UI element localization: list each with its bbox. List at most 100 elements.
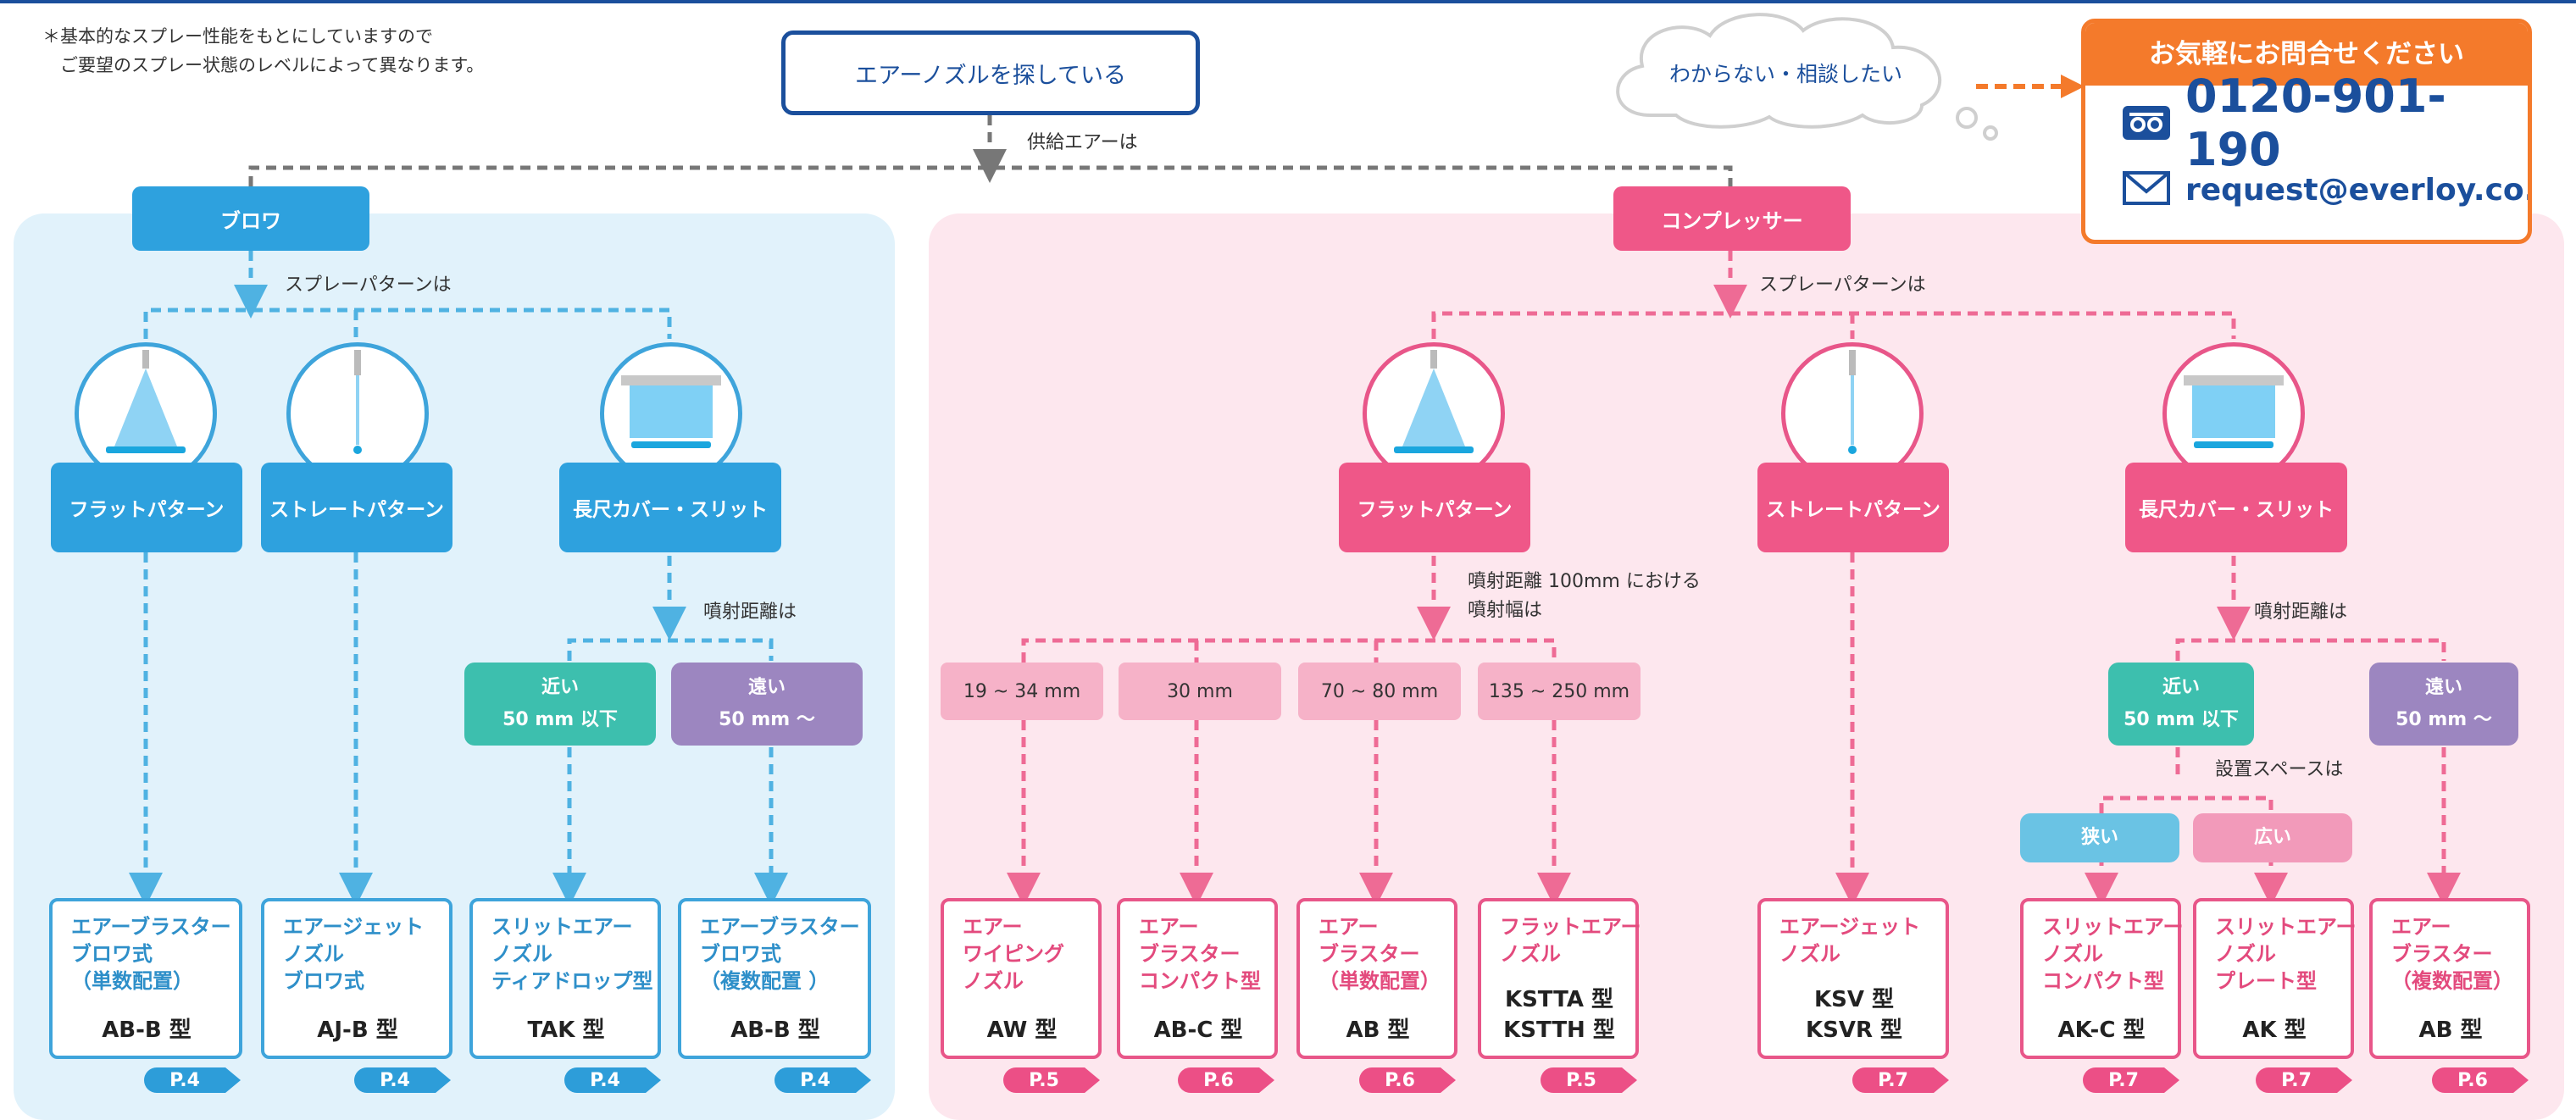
product-card[interactable]: エアーブラスター ブロワ式 （複数配置 ） AB-B 型 — [678, 898, 871, 1059]
width-135-250: 135 ~ 250 mm — [1478, 663, 1641, 720]
left-far-box: 遠い 50 mm ～ — [671, 663, 863, 746]
page-number: P.6 — [1359, 1067, 1441, 1093]
right-pattern-straight: ストレートパターン — [1757, 463, 1949, 552]
right-pattern-question: スプレーパターンは — [1759, 274, 1926, 296]
mail-icon — [2123, 171, 2170, 208]
left-pattern-question: スプレーパターンは — [285, 274, 452, 296]
product-name: エアー ブラスター （複数配置） — [2391, 915, 2513, 993]
page-number: P.5 — [1003, 1067, 1085, 1093]
narrow-box: 狭い — [2020, 813, 2179, 862]
phone-row[interactable]: 0120-901-190 — [2085, 69, 2528, 176]
page-link[interactable]: P.5 — [1541, 1067, 1637, 1093]
product-name: スリットエアー ノズル コンパクト型 — [2042, 915, 2184, 993]
page-link[interactable]: P.7 — [2083, 1067, 2179, 1093]
contact-heading: お気軽にお問合せください — [2085, 23, 2528, 86]
page-link[interactable]: P.6 — [1359, 1067, 1456, 1093]
wide-box: 広い — [2193, 813, 2352, 862]
consult-cloud: わからない・相談したい — [1600, 5, 1973, 141]
page-link[interactable]: P.7 — [2256, 1067, 2352, 1093]
page-link[interactable]: P.4 — [774, 1067, 871, 1093]
start-box: エアーノズルを探している — [781, 30, 1200, 115]
product-name: エアーブラスター ブロワ式 （単数配置） — [71, 915, 231, 993]
far-title: 遠い — [2424, 677, 2462, 698]
start-label: エアーノズルを探している — [855, 62, 1126, 89]
email-address[interactable]: request@everloy.co.jp — [2185, 172, 2532, 208]
page-number: P.6 — [2432, 1067, 2513, 1093]
product-card[interactable]: エアーブラスター ブロワ式 （単数配置） AB-B 型 — [49, 898, 242, 1059]
product-card[interactable]: スリットエアー ノズル コンパクト型 AK-C 型 — [2020, 898, 2184, 1059]
page-number: P.6 — [1178, 1067, 1259, 1093]
arrow-right-icon — [1934, 1067, 1949, 1093]
arrow-right-icon — [1085, 1067, 1100, 1093]
product-type: AB 型 — [1346, 1017, 1410, 1043]
product-type: AK-C 型 — [2057, 1017, 2146, 1043]
thought-bubble-small — [1983, 125, 1998, 141]
product-card[interactable]: エアー ブラスター コンパクト型 AB-C 型 — [1117, 898, 1278, 1059]
arrow-right-icon — [1622, 1067, 1637, 1093]
email-row[interactable]: request@everloy.co.jp — [2085, 160, 2528, 219]
near-title: 近い — [2162, 677, 2200, 698]
phone-number[interactable]: 0120-901-190 — [2185, 69, 2446, 176]
product-name: エアー ブラスター （単数配置） — [1319, 915, 1441, 993]
product-card[interactable]: エアー ブラスター （単数配置） AB 型 — [1296, 898, 1457, 1059]
product-card[interactable]: スリットエアー ノズル プレート型 AK 型 — [2193, 898, 2357, 1059]
flat-spray-icon — [75, 342, 217, 485]
right-width-question: 噴射距離 100mm における 噴射幅は — [1468, 571, 1701, 621]
page-link[interactable]: P.4 — [144, 1067, 241, 1093]
page-link[interactable]: P.4 — [354, 1067, 451, 1093]
page-link[interactable]: P.6 — [2432, 1067, 2529, 1093]
space-question: 設置スペースは — [2215, 759, 2344, 780]
page-number: P.7 — [1852, 1067, 1934, 1093]
page-link[interactable]: P.6 — [1178, 1067, 1274, 1093]
far-sub: 50 mm ～ — [2396, 709, 2492, 730]
supply-question: 供給エアーは — [1027, 132, 1138, 153]
product-type: AB-B 型 — [102, 1017, 192, 1043]
width-19-34: 19 ~ 34 mm — [941, 663, 1103, 720]
product-card[interactable]: エアー ブラスター （複数配置） AB 型 — [2369, 898, 2530, 1059]
product-card[interactable]: エアージェット ノズル ブロワ式 AJ-B 型 — [261, 898, 452, 1059]
arrow-right-icon — [646, 1067, 661, 1093]
category-compressor: コンプレッサー — [1613, 186, 1851, 251]
product-name: エアーブラスター ブロワ式 （複数配置 ） — [700, 915, 860, 993]
product-type: TAK 型 — [527, 1017, 605, 1043]
arrow-right-icon — [2337, 1067, 2352, 1093]
page-link[interactable]: P.4 — [564, 1067, 661, 1093]
product-name: スリットエアー ノズル ティアドロップ型 — [491, 915, 653, 993]
near-title: 近い — [541, 677, 579, 698]
right-far-box: 遠い 50 mm ～ — [2369, 663, 2518, 746]
far-sub: 50 mm ～ — [719, 709, 815, 730]
arrow-right-icon — [1259, 1067, 1274, 1093]
cloud-shape — [1616, 13, 1942, 129]
page-number: P.7 — [2256, 1067, 2337, 1093]
product-card[interactable]: エアー ワイピング ノズル AW 型 — [941, 898, 1102, 1059]
width-30: 30 mm — [1119, 663, 1281, 720]
page-number: P.4 — [354, 1067, 436, 1093]
product-card[interactable]: フラットエアー ノズル KSTTA 型 KSTTH 型 — [1478, 898, 1641, 1059]
product-type: AB-B 型 — [730, 1017, 820, 1043]
arrow-right-icon — [856, 1067, 871, 1093]
product-type: AJ-B 型 — [317, 1017, 398, 1043]
arrow-right-icon — [436, 1067, 451, 1093]
thought-bubble-large — [1956, 107, 1978, 129]
product-name: エアージェット ノズル — [1779, 915, 1921, 966]
product-card[interactable]: エアージェット ノズル KSV 型 KSVR 型 — [1757, 898, 1949, 1059]
page-number: P.4 — [144, 1067, 225, 1093]
right-pattern-slit: 長尺カバー・スリット — [2125, 463, 2347, 552]
arrow-right-icon — [1441, 1067, 1456, 1093]
slit-spray-icon — [2162, 342, 2305, 485]
width-70-80: 70 ~ 80 mm — [1298, 663, 1461, 720]
product-card[interactable]: スリットエアー ノズル ティアドロップ型 TAK 型 — [469, 898, 661, 1059]
flat-spray-icon — [1363, 342, 1505, 485]
right-distance-question: 噴射距離は — [2254, 602, 2348, 623]
straight-spray-icon — [1781, 342, 1924, 485]
page-link[interactable]: P.5 — [1003, 1067, 1100, 1093]
page-link[interactable]: P.7 — [1852, 1067, 1949, 1093]
product-type: AW 型 — [986, 1017, 1058, 1043]
consult-label: わからない・相談したい — [1669, 62, 1903, 86]
contact-box: お気軽にお問合せください 0120-901-190 request@everlo… — [2081, 19, 2532, 244]
near-sub: 50 mm 以下 — [2124, 709, 2239, 730]
category-blower: ブロワ — [132, 186, 369, 251]
page-number: P.7 — [2083, 1067, 2164, 1093]
left-pattern-slit: 長尺カバー・スリット — [559, 463, 781, 552]
slit-spray-icon — [600, 342, 742, 485]
